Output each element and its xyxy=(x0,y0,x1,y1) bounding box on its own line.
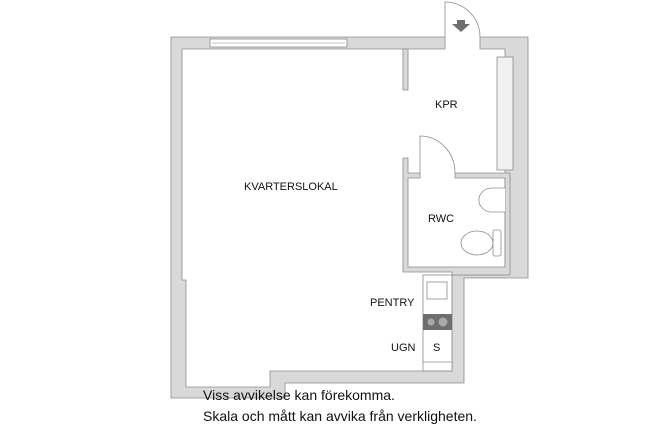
disclaimer-line-2: Skala och mått kan avvika från verklighe… xyxy=(203,408,477,424)
exterior-wall xyxy=(170,36,529,399)
wc-wall xyxy=(402,157,511,276)
room-label-rwc: RWC xyxy=(428,213,454,225)
label-s: S xyxy=(433,342,440,354)
room-label-kpr: KPR xyxy=(435,99,458,111)
room-label-pentry: PENTRY xyxy=(370,297,415,309)
toilet-tank-icon xyxy=(492,229,502,257)
sink-icon xyxy=(426,281,448,300)
wc-door[interactable] xyxy=(419,135,456,174)
entrance-door[interactable] xyxy=(444,1,481,38)
hob-icon xyxy=(423,314,452,330)
closet xyxy=(496,56,514,171)
washbasin-icon xyxy=(478,187,505,213)
label-ugn: UGN xyxy=(391,342,416,354)
entrance-arrow-icon xyxy=(452,20,470,32)
room-label-kvarterslokal: KVARTERSLOKAL xyxy=(244,181,338,193)
disclaimer-line-1: Viss avvikelse kan förekomma. xyxy=(203,387,395,403)
toilet-icon xyxy=(460,230,494,256)
partition-wall xyxy=(402,48,409,91)
